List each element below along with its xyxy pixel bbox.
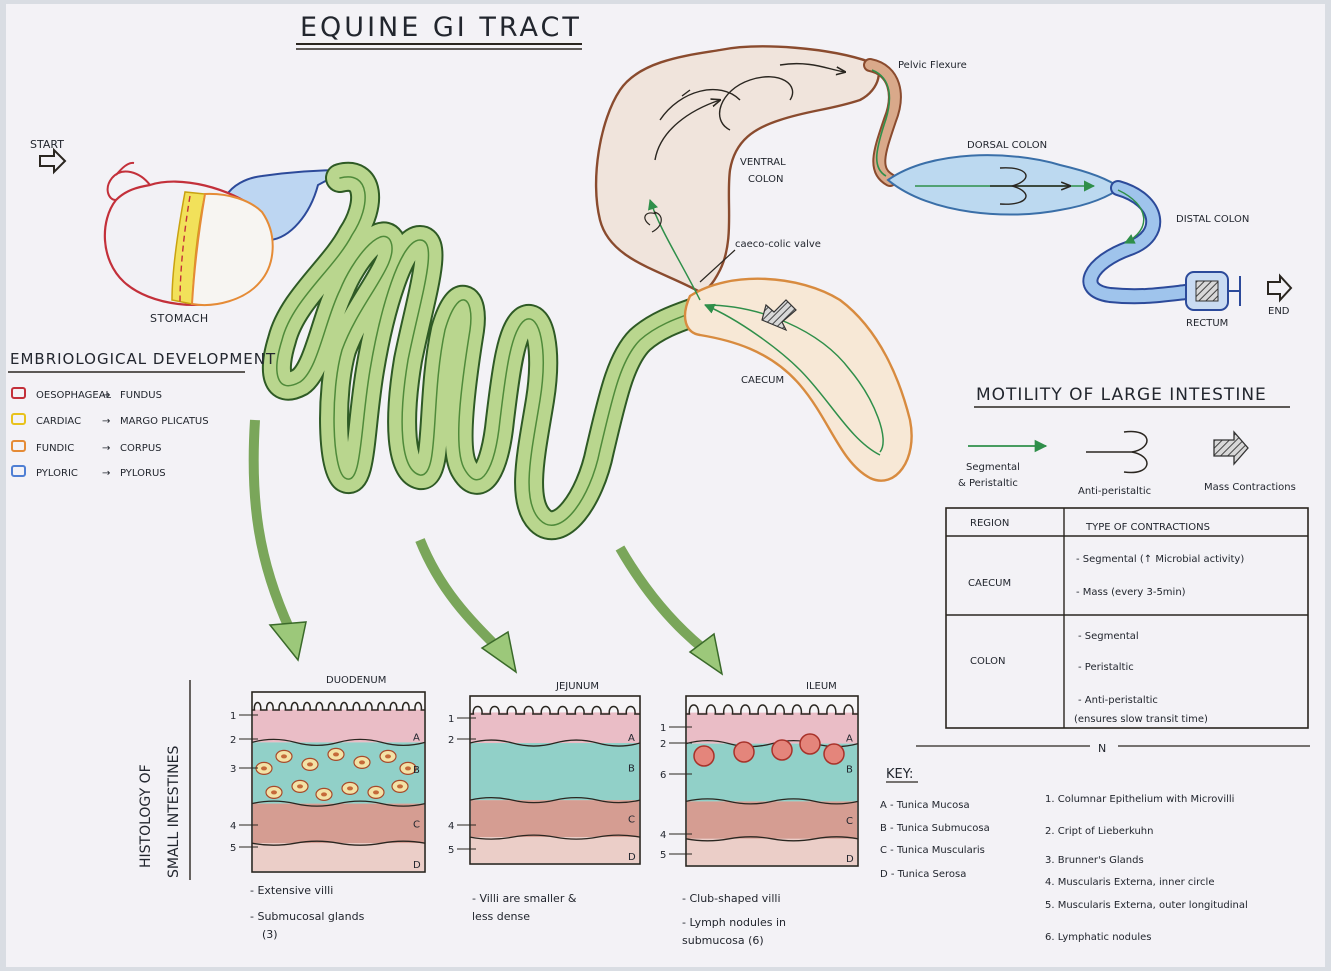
panel-name-duodenum: DUODENUM (326, 675, 386, 686)
distal-colon-label: DISTAL COLON (1176, 214, 1249, 225)
marker-number-2: 2 (448, 735, 454, 746)
legend-mass-contractions: Mass Contractions (1204, 482, 1296, 493)
layer-letter-a: A (628, 733, 635, 744)
table-header-type: TYPE OF CONTRACTIONS (1085, 522, 1210, 533)
motility-title: MOTILITY OF LARGE INTESTINE (976, 385, 1267, 405)
layer-letter-b: B (628, 764, 635, 775)
key-layer-a: A - Tunica Mucosa (880, 800, 970, 811)
embryology-arrow-4: → (102, 468, 110, 479)
marker-number-1: 1 (448, 714, 454, 725)
marker-number-4: 4 (230, 821, 236, 832)
marker-number-5: 5 (660, 850, 666, 861)
embryology-to-3: CORPUS (120, 443, 162, 454)
duodenum-note-3: (3) (262, 928, 278, 941)
marker-number-2: 2 (230, 735, 236, 746)
key-number-5: 5. Muscularis Externa, outer longitudina… (1045, 900, 1248, 911)
layer-letter-a: A (413, 732, 420, 743)
layer-letter-c: C (628, 814, 635, 825)
panel-name-jejunum: JEJUNUM (555, 681, 599, 692)
embryology-arrow-3: → (102, 443, 110, 454)
marker-number-1: 1 (230, 711, 236, 722)
table-caecum-type-2: - Mass (every 3-5min) (1076, 587, 1186, 598)
marker-number-1: 1 (660, 723, 666, 734)
layer-letter-d: D (628, 852, 636, 863)
key-layer-d: D - Tunica Serosa (880, 869, 966, 880)
table-row-colon-region: COLON (970, 656, 1005, 667)
signature: N (1098, 742, 1106, 755)
pelvic-flexure-label: Pelvic Flexure (898, 60, 967, 71)
embryology-to-4: PYLORUS (120, 468, 166, 479)
layer-letter-c: C (413, 819, 420, 830)
embryology-arrow-2: → (102, 416, 110, 427)
start-label: START (30, 138, 64, 151)
histology-panels: A B C D 1 2 3 4 5 A B C D 1 2 4 5 A B C D 1 2 6 4 5 (230, 692, 858, 872)
legend-segmental-2: & Peristaltic (958, 478, 1018, 489)
rectum-label: RECTUM (1186, 318, 1228, 329)
key-layer-c: C - Tunica Muscularis (880, 845, 985, 856)
page-title: EQUINE GI TRACT (300, 12, 582, 43)
ileum-note-1: - Club-shaped villi (682, 892, 781, 905)
legend-anti-peristaltic: Anti-peristaltic (1078, 486, 1151, 497)
legend-segmental-1: Segmental (966, 462, 1020, 473)
key-number-6: 6. Lymphatic nodules (1045, 932, 1152, 943)
duodenum-note-1: - Extensive villi (250, 884, 333, 897)
ileum-note-3: submucosa (6) (682, 934, 764, 947)
marker-number-2: 2 (660, 739, 666, 750)
key-number-1: 1. Columnar Epithelium with Microvilli (1045, 794, 1234, 805)
key-title: KEY: (886, 767, 913, 782)
ventral-colon-label-1: VENTRAL (740, 157, 786, 168)
key-number-4: 4. Muscularis Externa, inner circle (1045, 877, 1214, 888)
table-colon-type-3: - Anti-peristaltic (1078, 695, 1158, 706)
embryology-arrow-1: → (102, 390, 110, 401)
marker-number-4: 4 (660, 830, 666, 841)
embryology-title: EMBRIOLOGICAL DEVELOPMENT (10, 350, 276, 368)
embryology-to-2: MARGO PLICATUS (120, 416, 209, 427)
histology-panel-duodenum: A B C D 1 2 3 4 5 (230, 692, 425, 872)
table-colon-type-1: - Segmental (1078, 631, 1139, 642)
ileum-note-2: - Lymph nodules in (682, 916, 786, 929)
key-number-2: 2. Cript of Lieberkuhn (1045, 826, 1153, 837)
ventral-colon-label-2: COLON (748, 174, 783, 185)
layer-letter-b: B (846, 765, 853, 776)
marker-number-4: 4 (448, 821, 454, 832)
layer-letter-b: B (413, 765, 420, 776)
histology-side-title: HISTOLOGY OF (138, 764, 154, 868)
histology-side-title-2: SMALL INTESTINES (166, 746, 182, 878)
embryology-from-4: PYLORIC (36, 468, 78, 479)
embryology-from-3: FUNDIC (36, 443, 74, 454)
marker-number-6: 6 (660, 770, 666, 781)
layer-letter-a: A (846, 734, 853, 745)
table-row-caecum-region: CAECUM (968, 578, 1011, 589)
layer-letter-d: D (413, 860, 421, 871)
dorsal-colon-label: DORSAL COLON (967, 140, 1047, 151)
table-colon-type-2: - Peristaltic (1078, 662, 1134, 673)
marker-number-5: 5 (230, 843, 236, 854)
table-colon-type-4: (ensures slow transit time) (1074, 714, 1208, 725)
marker-number-5: 5 (448, 845, 454, 856)
layer-letter-d: D (846, 854, 854, 865)
key-number-3: 3. Brunner's Glands (1045, 855, 1144, 866)
end-label: END (1268, 306, 1290, 317)
marker-number-3: 3 (230, 764, 236, 775)
histology-title-line-1: HISTOLOGY OF (138, 764, 154, 868)
jejunum-note-2: less dense (472, 910, 530, 923)
histology-title-line-2: SMALL INTESTINES (166, 746, 182, 878)
panel-name-ileum: ILEUM (806, 681, 837, 692)
key-layer-b: B - Tunica Submucosa (880, 823, 990, 834)
layer-letter-c: C (846, 816, 853, 827)
histology-panel-jejunum: A B C D 1 2 4 5 (448, 696, 640, 864)
duodenum-note-2: - Submucosal glands (250, 910, 365, 923)
embryology-from-2: CARDIAC (36, 416, 81, 427)
histology-panel-ileum: A B C D 1 2 6 4 5 (660, 696, 858, 866)
jejunum-note-1: - Villi are smaller & (472, 892, 577, 905)
table-header-region: REGION (970, 518, 1009, 529)
stomach-label: STOMACH (150, 312, 209, 325)
embryology-from-1: OESOPHAGEAL (36, 390, 112, 401)
caecum-label: CAECUM (741, 375, 784, 386)
table-caecum-type-1: - Segmental (↑ Microbial activity) (1076, 554, 1244, 565)
embryology-to-1: FUNDUS (120, 390, 162, 401)
caeco-colic-valve-label: caeco-colic valve (735, 239, 821, 250)
